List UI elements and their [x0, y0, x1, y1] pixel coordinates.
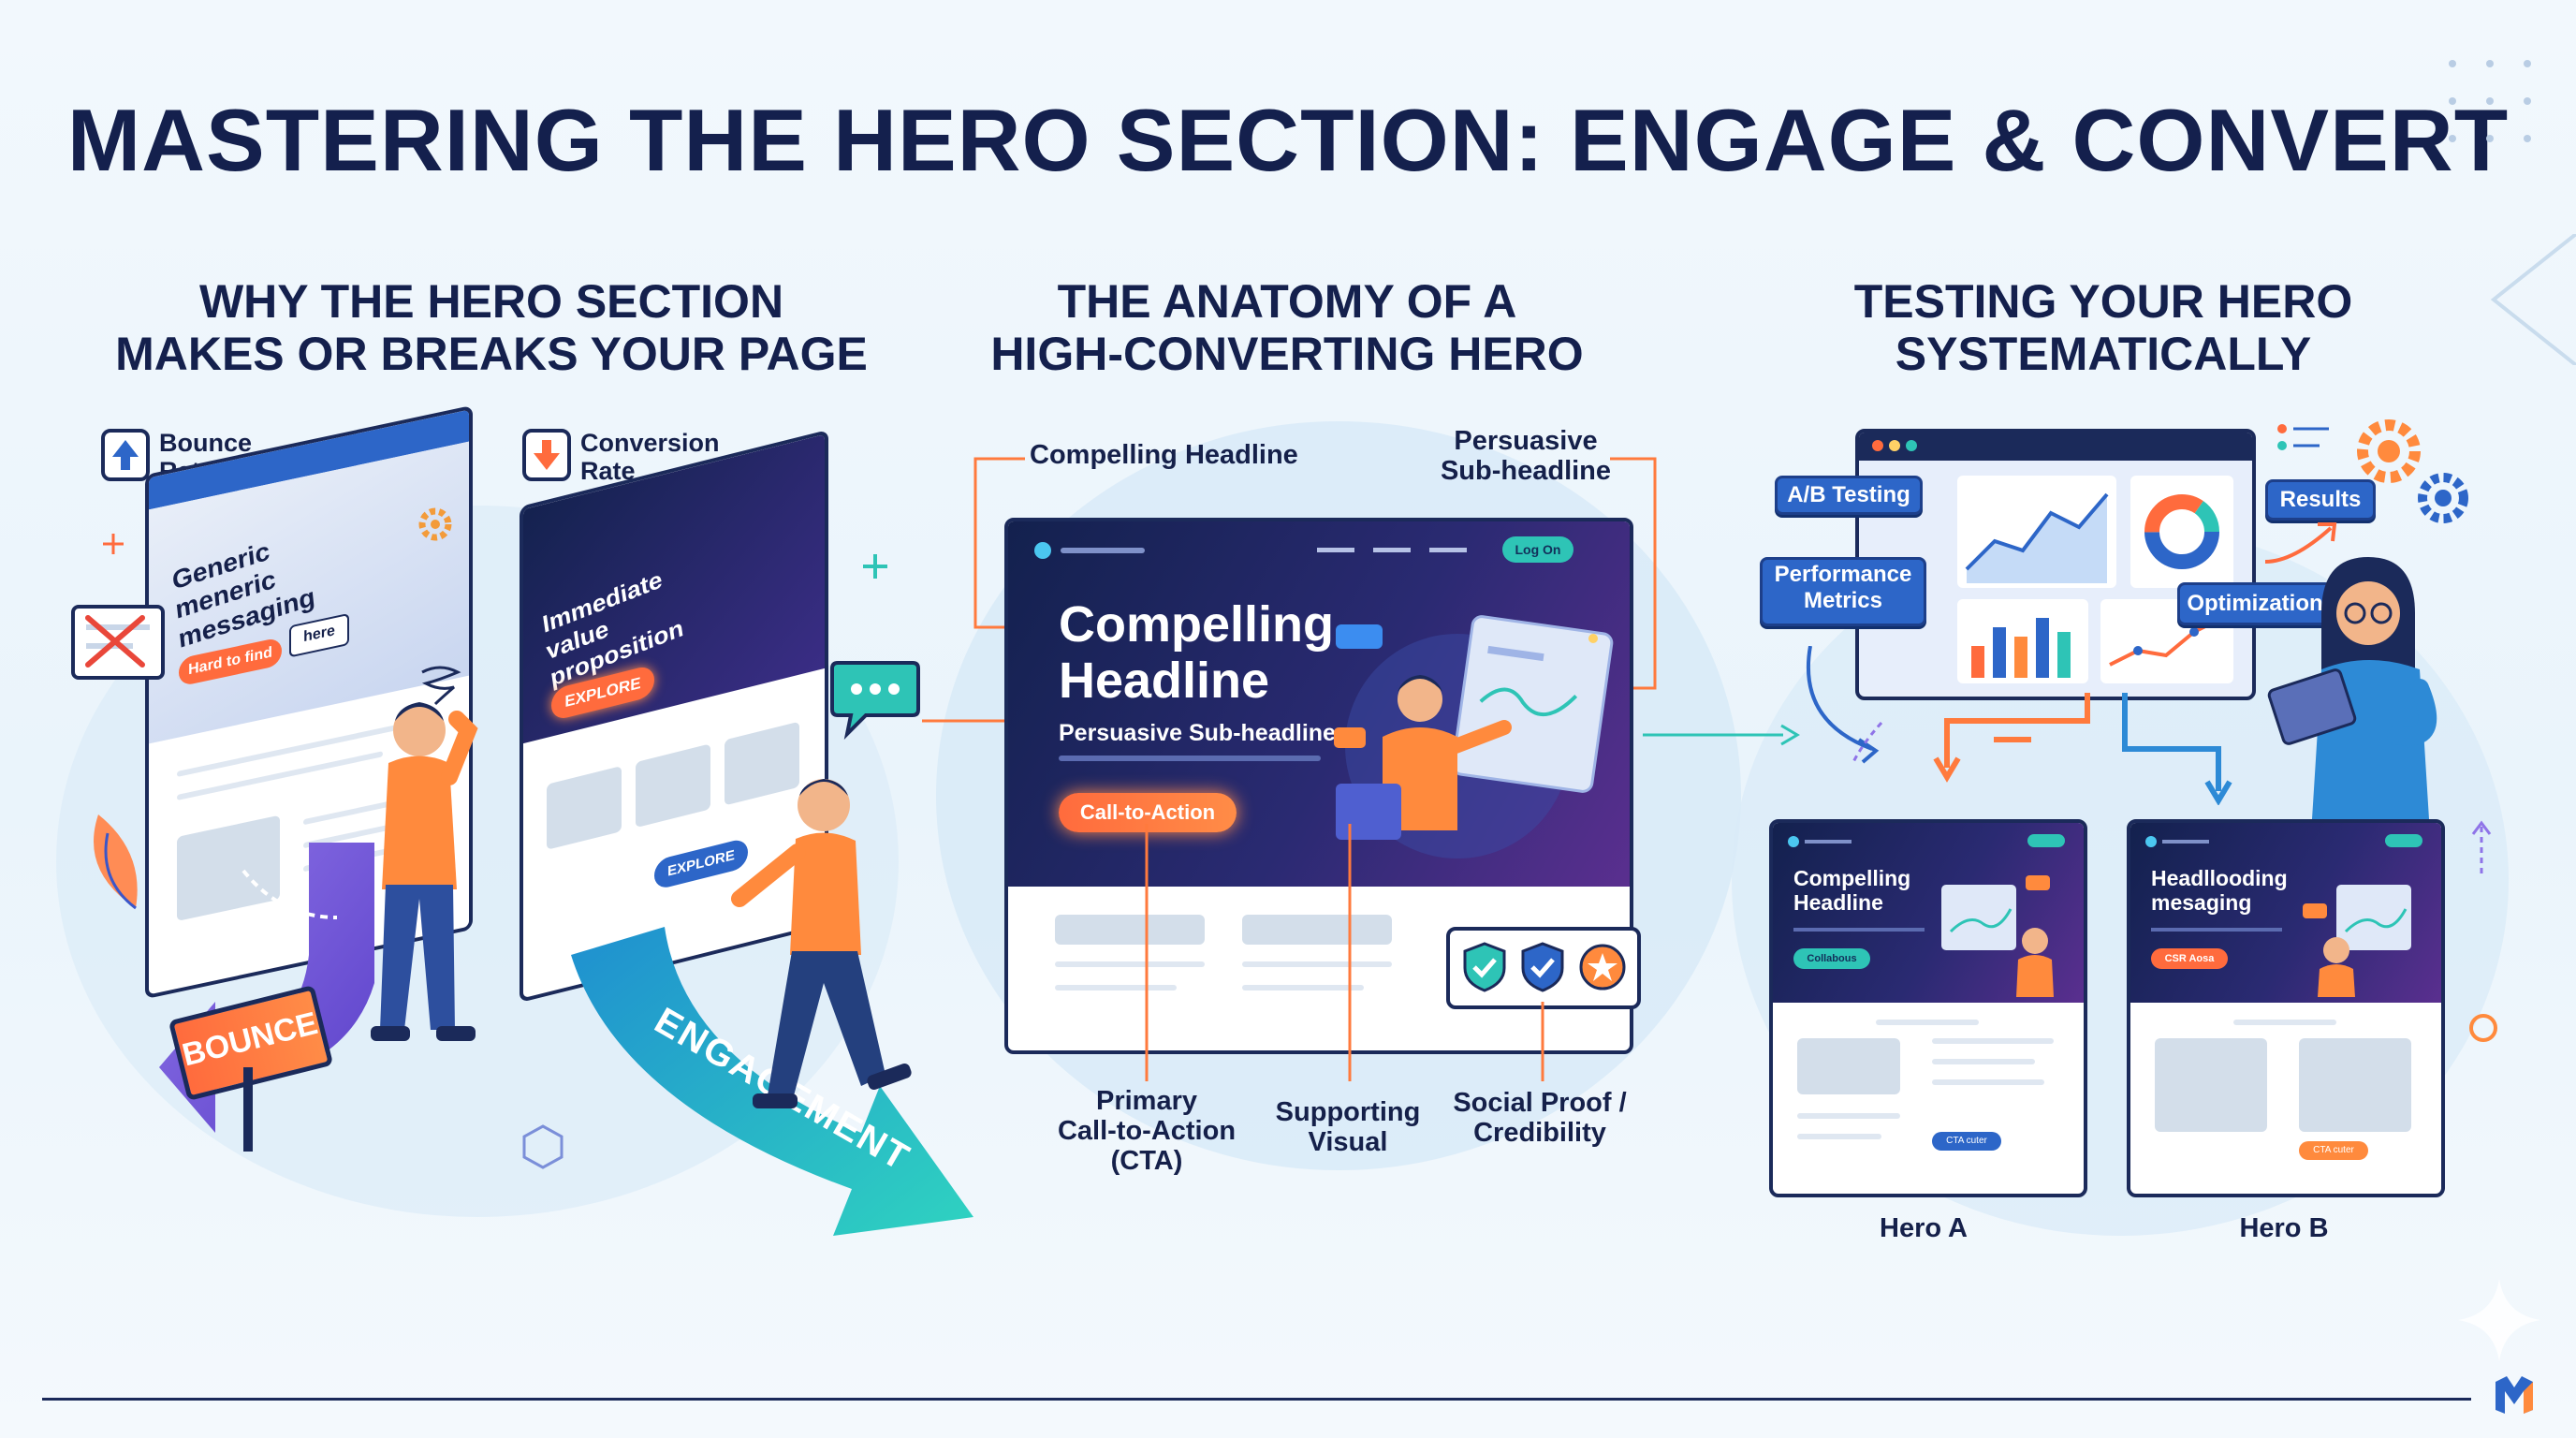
- hero-a-button[interactable]: Collabous: [1793, 948, 1870, 969]
- confusion-scribble-icon: [421, 666, 461, 706]
- ring-icon: [2469, 1014, 2497, 1042]
- optimization-chip: Optimization: [2177, 582, 2333, 625]
- hero-a-headline: Compelling Headline: [1793, 866, 1911, 915]
- engagement-path-arrow: [571, 927, 973, 1236]
- confused-person-illustration: [371, 702, 478, 1041]
- hero-b-button[interactable]: CSR Aosa: [2151, 948, 2228, 969]
- conversion-rate-label: Conversion Rate: [580, 429, 720, 485]
- hero-subheadline: Persuasive Sub-headline: [1059, 720, 1336, 746]
- hexagon-icon: [522, 1124, 564, 1169]
- gear-icon: [418, 507, 452, 541]
- gear-icon: [2357, 419, 2468, 523]
- line-chart-icon: [1965, 492, 2109, 583]
- callout-visual: Supporting Visual: [1275, 1097, 1421, 1157]
- arrow-down-icon: [522, 429, 571, 481]
- why-heading: WHY THE HERO SECTION MAKES OR BREAKS YOU…: [115, 275, 868, 380]
- dashed-arrow-icon: [2471, 820, 2492, 873]
- sparkle-icon: [863, 554, 887, 579]
- hero-a-label: Hero A: [1880, 1213, 1968, 1243]
- login-button[interactable]: Log On: [1502, 536, 1573, 563]
- hero-a-mockup: Compelling Headline Collabous CTA cuter: [1769, 819, 2087, 1197]
- performance-metrics-chip: Performance Metrics: [1760, 557, 1926, 626]
- hero-mockup: Log On Compelling Headline Persuasive Su…: [1004, 518, 1633, 1054]
- connector-line: [922, 719, 1006, 723]
- results-chip: Results: [2265, 479, 2376, 521]
- hero-a-visual: [1941, 875, 2054, 997]
- chat-bubble-icon: [830, 661, 920, 740]
- star-badge-icon: [1579, 944, 1626, 990]
- sparkle-icon: [103, 534, 124, 554]
- social-proof-badges: [1446, 927, 1641, 1009]
- sparkle-star-icon: [2458, 1279, 2540, 1361]
- donut-chart-icon: [2144, 494, 2219, 569]
- bar-chart-icon: [1971, 618, 2071, 678]
- decorative-chevron-icon: [2490, 234, 2576, 365]
- curved-flow-arrow: [1806, 646, 1883, 764]
- supporting-visual-illustration: [1334, 615, 1614, 858]
- connector-arrow: [1643, 724, 1800, 746]
- callout-lines-bottom: [1145, 824, 1544, 1081]
- leaf-decoration-icon: [94, 814, 138, 910]
- line-chart-icon: [2109, 616, 2223, 667]
- callout-subheadline: Persuasive Sub-headline: [1440, 426, 1612, 486]
- page-title: MASTERING THE HERO SECTION: ENGAGE & CON…: [66, 91, 2510, 189]
- callout-social-proof: Social Proof / Credibility: [1453, 1088, 1627, 1148]
- shield-check-icon: [1521, 942, 1564, 992]
- hero-b-cta[interactable]: CTA cuter: [2299, 1141, 2368, 1160]
- hero-b-headline: Headllooding mesaging: [2151, 866, 2288, 915]
- sliders-icon: [2277, 424, 2329, 450]
- results-arrow: [2264, 522, 2337, 564]
- dot-grid-icon: [2449, 60, 2531, 142]
- engaged-person-illustration: [731, 779, 912, 1108]
- hero-headline: Compelling Headline: [1059, 596, 1334, 709]
- callout-headline: Compelling Headline: [1030, 440, 1298, 470]
- anatomy-heading: THE ANATOMY OF A HIGH-CONVERTING HERO: [990, 275, 1584, 380]
- footer-divider: [42, 1398, 2471, 1401]
- shield-check-icon: [1463, 942, 1506, 992]
- hero-a-cta[interactable]: CTA cuter: [1932, 1132, 2001, 1151]
- analytics-dashboard: [1855, 429, 2256, 700]
- brand-logo-icon: [2496, 1376, 2533, 1414]
- hero-b-mockup: Headllooding mesaging CSR Aosa CTA cuter: [2127, 819, 2445, 1197]
- arrow-up-icon: [101, 429, 150, 481]
- split-arrows: [1933, 693, 2232, 805]
- hero-b-label: Hero B: [2239, 1213, 2329, 1243]
- callout-cta: Primary Call-to-Action (CTA): [1057, 1086, 1237, 1176]
- analyst-person-illustration: [2267, 557, 2437, 819]
- testing-heading: TESTING YOUR HERO SYSTEMATICALLY: [1853, 275, 2353, 380]
- hero-b-visual: [2303, 885, 2411, 997]
- ab-testing-chip: A/B Testing: [1775, 476, 1923, 515]
- broken-message-icon: [71, 605, 165, 680]
